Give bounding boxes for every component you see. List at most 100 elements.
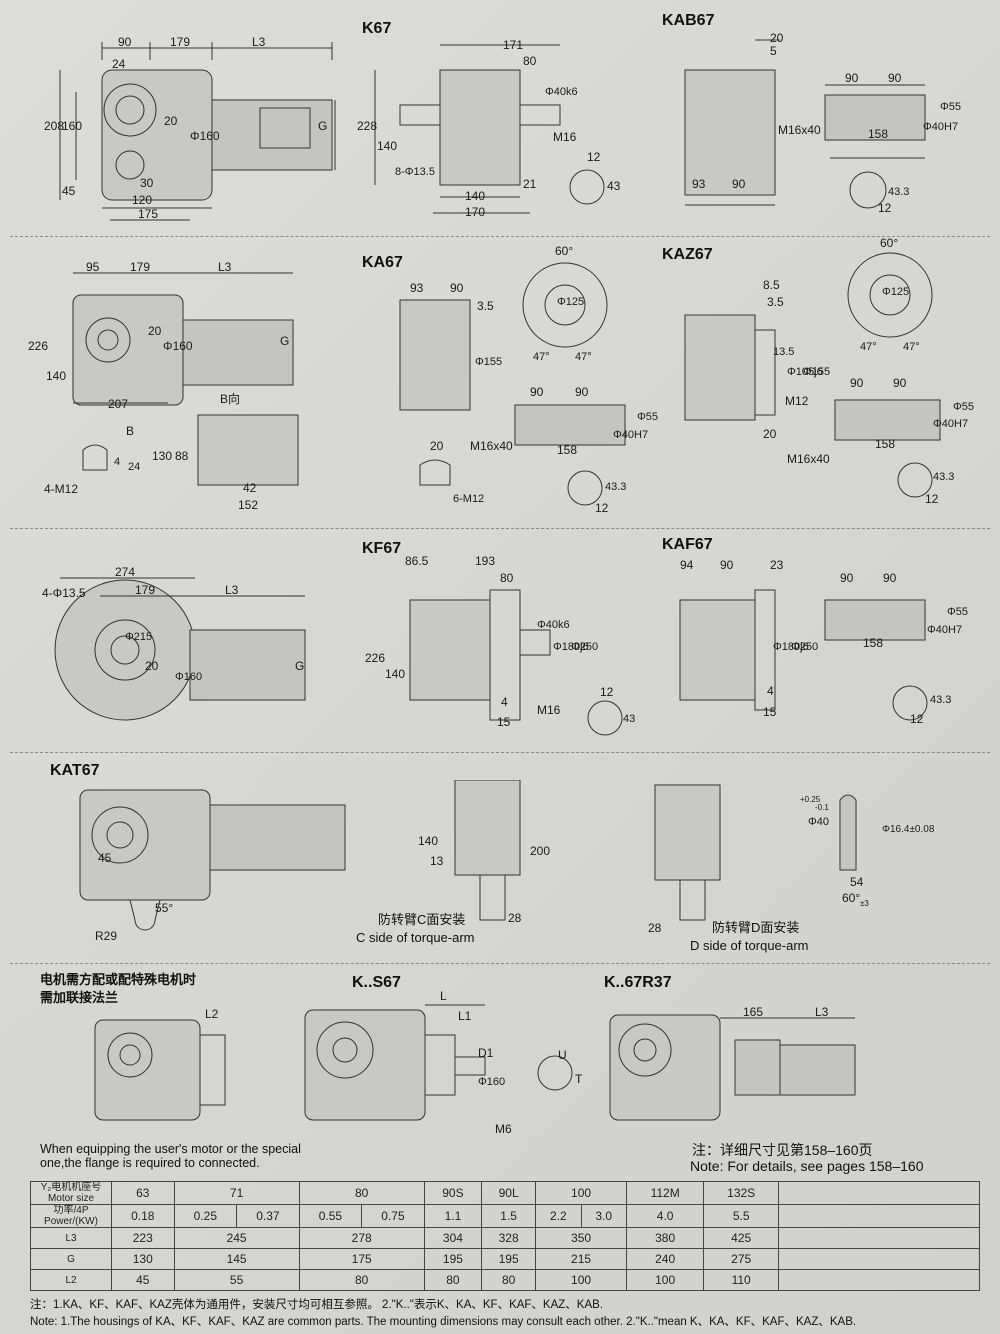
title-ka67: KA67	[362, 254, 403, 271]
dim-label: Φ55	[940, 101, 961, 113]
dim-label: 158	[863, 636, 883, 650]
dim-label: 55°	[155, 901, 173, 915]
dim-label: 20	[430, 439, 444, 453]
kf67-side-drawing: 86.5 193 80 Φ40k6 Φ180j6 Φ250 226 140 4 …	[365, 550, 635, 745]
kaz67-drawing: 8.5 3.5 13.5 Φ105j6 Φ155 M12 20 60° Φ125…	[675, 235, 975, 525]
table-cell: 100	[535, 1269, 627, 1291]
dim-label: 80	[523, 54, 537, 68]
dim-label: 130	[152, 449, 172, 463]
dim-label: 120	[132, 193, 152, 207]
table-cell: 275	[703, 1248, 779, 1270]
dim-label: U	[558, 1048, 567, 1062]
table-cell: 80	[481, 1269, 537, 1291]
title-kf67: KF67	[362, 540, 402, 557]
dim-label: 4-Φ13.5	[42, 586, 86, 600]
dim-label: 47°	[575, 351, 592, 363]
table-cell: 80	[423, 1269, 483, 1291]
table-cell: 130	[111, 1248, 175, 1270]
dim-label: Φ160	[163, 339, 193, 353]
dim-label: 43	[607, 179, 621, 193]
dim-label: 90	[840, 571, 854, 585]
dim-label: M16	[553, 130, 577, 144]
table-cell: 350	[535, 1227, 627, 1249]
dim-label: Φ55	[637, 411, 658, 423]
dim-label: 20	[145, 659, 159, 673]
dim-label: 13	[430, 854, 444, 868]
dim-label: Φ155	[803, 366, 830, 378]
dim-label: 175	[138, 207, 158, 221]
dim-label: 15	[497, 715, 511, 729]
dim-label: 274	[115, 565, 135, 579]
dim-label: 179	[135, 583, 155, 597]
dim-label: 24	[128, 461, 140, 473]
dim-label: 207	[108, 397, 128, 411]
dim-label: 86.5	[405, 554, 429, 568]
table-cell	[778, 1204, 980, 1228]
section-divider	[10, 752, 990, 753]
dim-label: B	[126, 424, 134, 438]
dim-label: 28	[508, 911, 522, 925]
table-cell: 380	[625, 1227, 705, 1249]
dim-label: 3.5	[477, 299, 494, 313]
table-cell: 215	[535, 1248, 627, 1270]
dim-label: ±3	[860, 899, 869, 908]
dim-label: Φ215	[125, 631, 152, 643]
dim-label: 226	[28, 339, 48, 353]
table-cell: 112M	[625, 1181, 705, 1205]
dim-label: G	[318, 119, 327, 133]
dim-label: 90	[118, 35, 132, 49]
table-cell	[778, 1248, 980, 1270]
dim-label: L1	[458, 1009, 472, 1023]
dim-label: 90	[888, 71, 902, 85]
ka67-main-drawing: 95 179 L3 226 140 20 Φ160 G 207 B向 B 130…	[28, 255, 328, 525]
dim-label: 90	[850, 376, 864, 390]
dim-label: 171	[503, 38, 523, 52]
dim-label: 45	[62, 184, 76, 198]
dim-label: 54	[850, 875, 864, 889]
dim-label: 12	[587, 150, 601, 164]
dim-label: 90	[720, 558, 734, 572]
page-ref-cn: 注：详细尺寸见第158–160页	[692, 1142, 873, 1158]
table-cell: 4.0	[625, 1204, 705, 1228]
dim-label: 45	[98, 851, 112, 865]
dim-label: 90	[530, 385, 544, 399]
dim-label: 80	[500, 571, 514, 585]
dim-label: 20	[763, 427, 777, 441]
section-divider	[10, 236, 990, 237]
table-cell: 195	[481, 1248, 537, 1270]
table-cell: 71	[173, 1181, 300, 1205]
table-cell: 1.5	[481, 1204, 537, 1228]
row-label: L2	[30, 1269, 112, 1291]
dim-label: M6	[495, 1122, 512, 1135]
table-cell: 175	[298, 1248, 425, 1270]
table-row: L2 45 55 80 80 80 100 100 110	[30, 1269, 980, 1291]
dim-label: 8.5	[763, 278, 780, 292]
dim-label: 6-M12	[453, 493, 484, 505]
table-row: G 130 145 175 195 195 215 240 275	[30, 1248, 980, 1270]
row-label: G	[30, 1248, 112, 1270]
dim-label: M16x40	[470, 439, 513, 453]
dim-label: 43.3	[605, 481, 626, 493]
dim-label: 43.3	[933, 471, 954, 483]
ks67-drawing: L L1 D1 Φ160 U T M6	[300, 985, 590, 1140]
table-cell: 304	[423, 1227, 483, 1249]
flange-note-en-2: one,the flange is required to connected.	[40, 1156, 260, 1170]
dim-label: 140	[46, 369, 66, 383]
kf67-main-drawing: 274 4-Φ13.5 179 L3 Φ215 20 Φ160 G	[30, 560, 330, 735]
dim-label: 193	[475, 554, 495, 568]
dim-label: 43.3	[930, 694, 951, 706]
dim-label: B向	[220, 391, 240, 406]
dim-label: Φ55	[947, 606, 968, 618]
page-ref-en: Note: For details, see pages 158–160	[690, 1158, 924, 1174]
dim-label: 12	[910, 712, 924, 725]
kaf67-drawing: 94 90 23 Φ180j6 Φ250 4 15 90 90 Φ55 Φ40H…	[665, 555, 975, 730]
dim-label: Φ160	[190, 129, 220, 143]
dim-label: 24	[112, 57, 126, 71]
dim-label: 200	[530, 844, 550, 858]
dim-label: 3.5	[767, 295, 784, 309]
dim-label: 158	[557, 443, 577, 457]
dim-label: 228	[357, 119, 377, 133]
footnote-cn: 注：1.KA、KF、KAF、KAZ壳体为通用件，安装尺寸均可相互参照。 2."K…	[30, 1299, 604, 1311]
